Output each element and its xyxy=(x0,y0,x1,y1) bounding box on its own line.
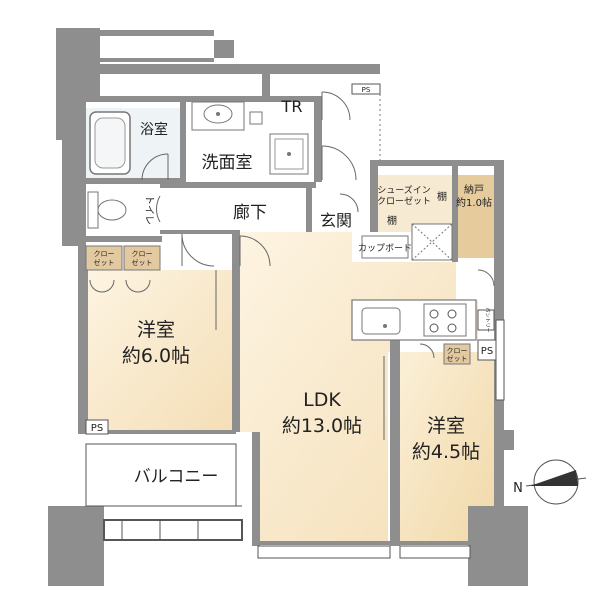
cupboard-fixture xyxy=(361,235,409,259)
storage-floor xyxy=(456,175,494,258)
ldk-size: 約13.0帖 xyxy=(282,415,362,437)
compass-north-label: N xyxy=(513,481,523,496)
balcony-area xyxy=(85,443,237,507)
toilet-fixture xyxy=(87,191,127,229)
closet-c-label-1: クロー xyxy=(447,347,468,355)
ps-top-label: PS xyxy=(362,86,371,94)
corridor-label: 廊下 xyxy=(233,203,267,223)
closet-b xyxy=(123,245,161,271)
storage-label-1: 納戸 xyxy=(464,183,484,196)
ps-left-label: PS xyxy=(91,423,103,434)
ps-left-box xyxy=(85,419,109,435)
shelf-b-label: 棚 xyxy=(387,214,397,227)
shoe-closet-label-2: クローゼット xyxy=(377,195,431,207)
washbasin xyxy=(191,101,245,131)
void-box xyxy=(411,223,453,261)
shoe-closet-label-1: シューズイン xyxy=(377,184,431,196)
balcony-rail xyxy=(103,519,243,541)
western-a-size: 約6.0帖 xyxy=(122,345,190,367)
closet-c xyxy=(443,343,471,365)
shelf-a-label: 棚 xyxy=(437,190,447,203)
storage-label-2: 約1.0帖 xyxy=(456,196,492,209)
washroom-label: 洗面室 xyxy=(202,153,253,173)
ps-right-label: PS xyxy=(481,346,493,357)
toilet-label: トイレ xyxy=(143,195,154,225)
closet-c-label-2: ゼット xyxy=(447,354,468,363)
pantry-box xyxy=(477,309,495,331)
small-panel xyxy=(249,111,263,125)
balcony-label: バルコニー xyxy=(134,467,219,487)
ps-top-box xyxy=(351,83,381,95)
closet-b-label-1: クロー xyxy=(132,250,153,258)
windows xyxy=(257,319,505,559)
closet-a-label-2: ゼット xyxy=(94,258,115,267)
western-b-name: 洋室 xyxy=(427,415,465,437)
cupboard-label: カップボード xyxy=(358,243,412,254)
western-b-size: 約4.5帖 xyxy=(412,441,480,463)
bathtub xyxy=(89,111,131,175)
pantry-label: パントリー xyxy=(484,307,490,332)
bath-label: 浴室 xyxy=(140,121,168,138)
shoe-closet-floor xyxy=(376,175,456,232)
western-a-name: 洋室 xyxy=(137,319,175,341)
washing-machine-pan xyxy=(269,133,309,175)
ps-right-box xyxy=(477,339,497,361)
compass: N xyxy=(513,459,587,505)
western-a-floor xyxy=(86,270,236,432)
tr-label: TR xyxy=(281,97,303,116)
entrance-label: 玄関 xyxy=(320,211,352,230)
closet-b-label-2: ゼット xyxy=(132,258,153,267)
closet-a xyxy=(85,245,123,271)
kitchen-counter xyxy=(351,299,477,341)
closet-a-label-1: クロー xyxy=(94,250,115,258)
door-swings xyxy=(89,91,495,440)
ldk-name: LDK xyxy=(303,389,341,411)
corridor-floor xyxy=(160,188,312,232)
